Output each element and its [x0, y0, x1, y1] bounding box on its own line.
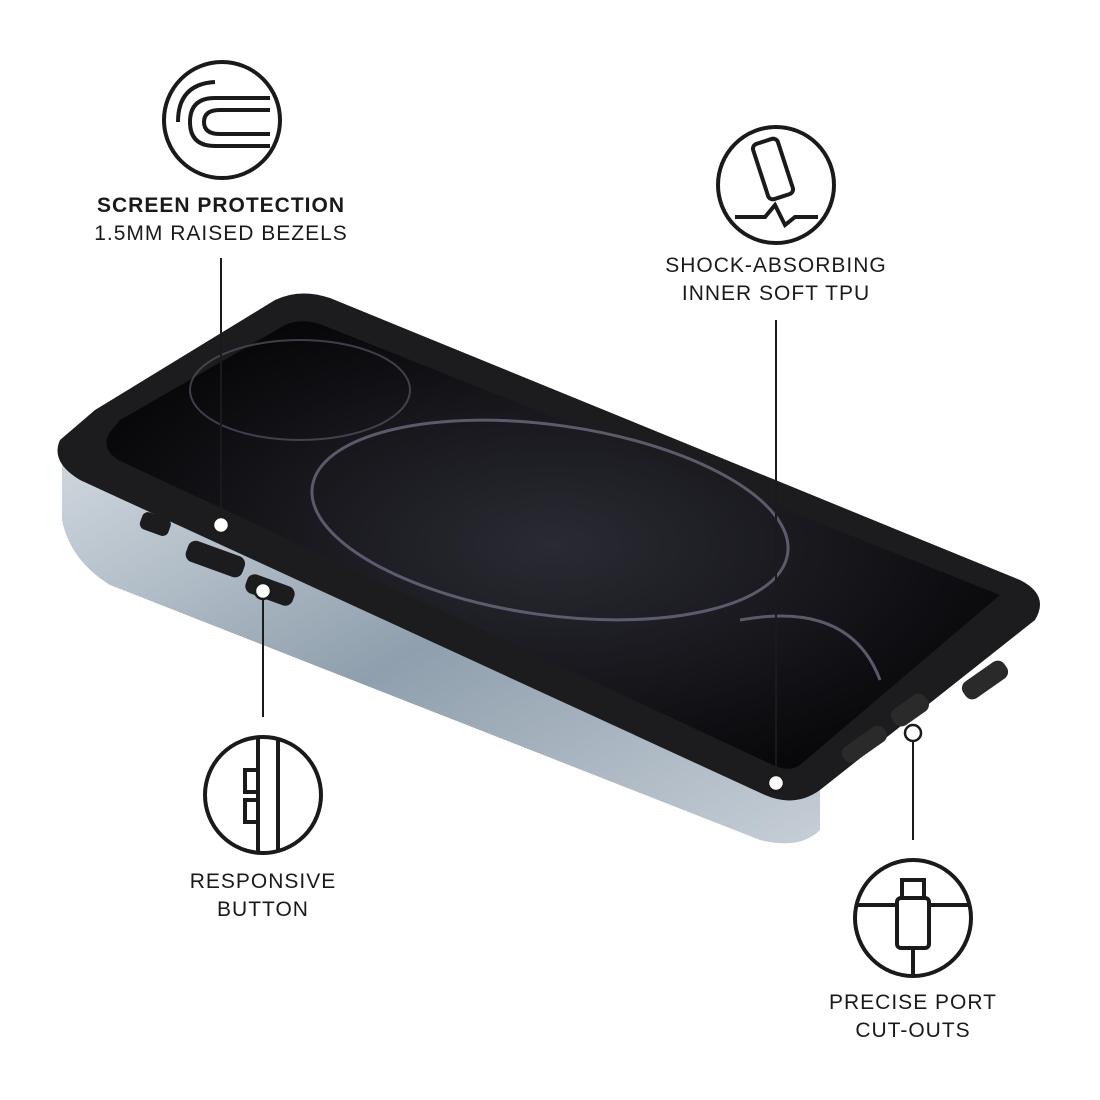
feature-shock-absorbing: SHOCK-ABSORBING INNER SOFT TPU — [665, 252, 887, 308]
feature-title: SHOCK-ABSORBING — [665, 254, 887, 277]
feature-title: SCREEN PROTECTION — [96, 194, 346, 217]
feature-subtitle: BUTTON — [217, 898, 309, 921]
lightning-port-icon — [853, 858, 973, 978]
callout-dot — [766, 773, 786, 793]
feature-subtitle: INNER SOFT TPU — [681, 282, 871, 305]
bezel-icon — [162, 60, 282, 180]
feature-subtitle: CUT-OUTS — [855, 1019, 971, 1042]
callout-dot — [253, 581, 273, 601]
feature-title: RESPONSIVE — [189, 870, 337, 893]
feature-title: PRECISE PORT — [829, 991, 997, 1014]
callout-dot — [903, 723, 923, 743]
callout-dot — [211, 515, 231, 535]
drop-phone-icon — [716, 125, 836, 245]
feature-screen-protection: SCREEN PROTECTION 1.5MM RAISED BEZELS — [94, 192, 348, 248]
feature-port-cutouts: PRECISE PORT CUT-OUTS — [829, 989, 997, 1045]
side-button-icon — [203, 735, 323, 855]
feature-subtitle: 1.5MM RAISED BEZELS — [94, 222, 348, 245]
feature-responsive-button: RESPONSIVE BUTTON — [190, 868, 337, 924]
